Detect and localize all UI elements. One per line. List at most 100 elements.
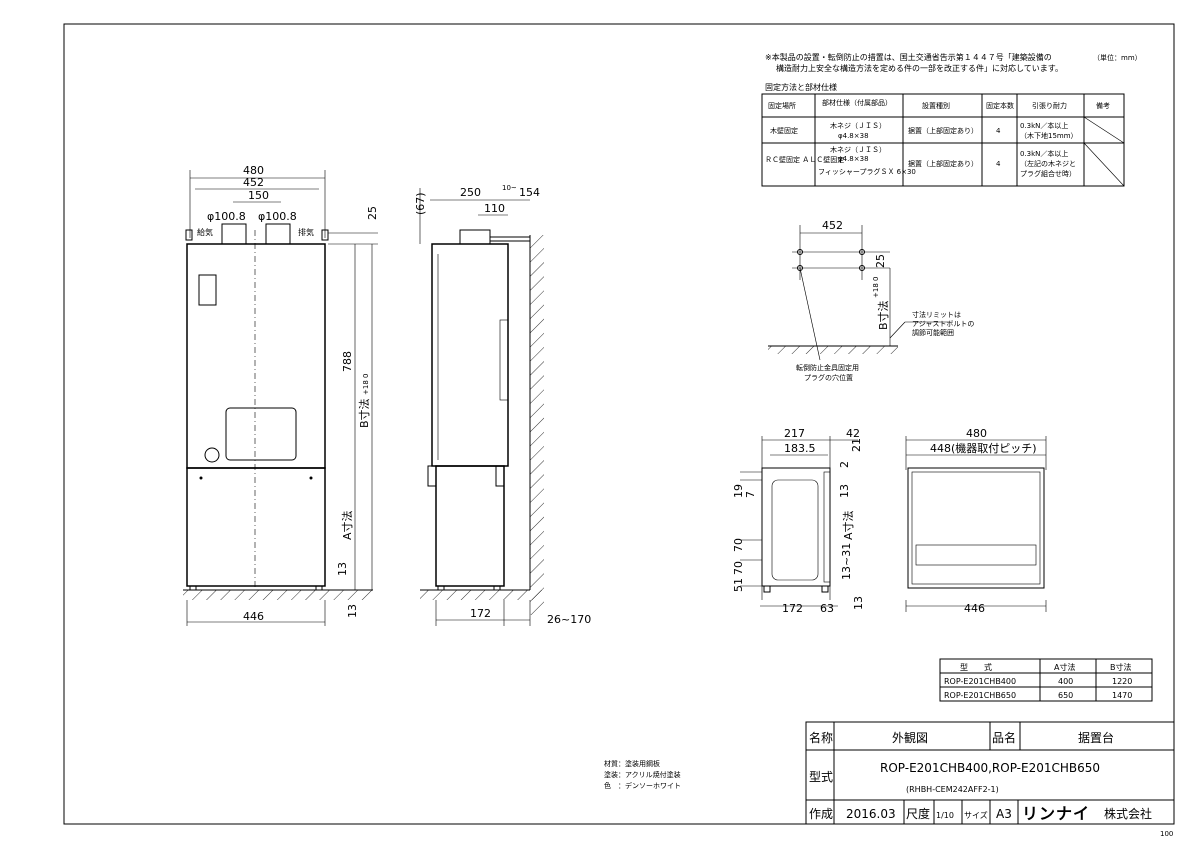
page-number: 100 (1160, 830, 1173, 838)
fix-row2-member3: フィッシャープラグＳＸ 6×30 (818, 167, 916, 176)
fix-row1-member2: φ4.8×38 (838, 132, 869, 140)
dim-b-detail: B寸法 (876, 300, 890, 330)
dim-b-front: B寸法 (357, 398, 371, 428)
dim-21: 21 (850, 438, 863, 452)
unit-label: （単位：mm） (1093, 53, 1142, 62)
fix-row1-place: 木壁固定 (770, 126, 798, 135)
dim-217: 217 (784, 427, 805, 440)
company-suffix: 株式会社 (1104, 806, 1152, 821)
dim-480-base: 480 (966, 427, 987, 440)
model-header-model: 型 式 (960, 662, 992, 672)
fix-row1-strength2: （木下地15mm） (1020, 131, 1078, 140)
anchor-note-2: プラグの穴位置 (804, 373, 853, 382)
fix-row1-count: 4 (996, 127, 1001, 135)
title-block: 名称 外観図 品名 据置台 型式 ROP-E201CHB400,ROP-E201… (805, 721, 1175, 825)
dim-446-base: 446 (964, 602, 985, 615)
wall-detail: 452 25 B寸法 +18 0 寸法リミットは アジャストボルトの 調節可能範… (768, 219, 974, 382)
dim-110: 110 (484, 202, 505, 215)
dim-13-base-top: 13 (838, 484, 851, 498)
title-name-value: 外観図 (892, 731, 928, 745)
fix-header-type: 設置種別 (922, 101, 950, 110)
dim-480-front: 480 (243, 164, 264, 177)
note-line-2: 構造耐力上安全な構造方法を定める件の一部を改正する件」に対応しています。 (776, 63, 1063, 73)
front-view: 480 452 150 φ100.8 φ100.8 給気 排気 (183, 164, 379, 626)
label-intake: 給気 (197, 227, 213, 237)
side-stand (435, 465, 505, 587)
dim-2: 2 (838, 461, 851, 468)
title-scale-label: 尺度 (906, 806, 930, 821)
dim-183-5: 183.5 (784, 442, 816, 455)
fix-header-remarks: 備考 (1096, 101, 1110, 110)
dim-446-front: 446 (243, 610, 264, 623)
dim-13-front-b: 13 (346, 604, 359, 618)
fix-row1-member1: 木ネジ（ＪＩＳ） (830, 121, 886, 130)
dim-788: 788 (341, 351, 354, 372)
fix-row2-member2: φ4.8×38 (838, 155, 869, 163)
model-header-b: B寸法 (1110, 662, 1132, 672)
model-row2-name: ROP-E201CHB650 (944, 691, 1016, 700)
side-view: 250 10~ 154 110 (67) 172 26~170 (414, 184, 591, 626)
dim-26-170: 26~170 (547, 613, 591, 626)
fix-header-place: 固定場所 (768, 101, 796, 110)
material-line-2: 塗装：アクリル焼付塗装 (604, 770, 681, 779)
model-row1-b: 1220 (1112, 677, 1132, 686)
dim-172-base: 172 (782, 602, 803, 615)
dim-25-detail: 25 (874, 254, 887, 268)
notes: ※本製品の設置・転倒防止の措置は、国土交通省告示第１４４７号「建築設備の 構造耐… (765, 52, 1142, 92)
dim-b-tol-front: +18 0 (362, 374, 370, 395)
dim-154: 154 (519, 186, 540, 199)
dim-172-side: 172 (470, 607, 491, 620)
material-line-3: 色 ：デンソーホワイト (604, 781, 681, 790)
model-row2-a: 650 (1058, 691, 1073, 700)
dim-250: 250 (460, 186, 481, 199)
sheet-border (63, 23, 1175, 825)
water-heater-body (186, 243, 326, 469)
anchor-note-1: 転倒防止金具固定用 (796, 363, 859, 372)
fix-row2-place: ＲＣ壁固定 ＡＬＣ壁固定 (765, 155, 844, 164)
dim-42: 42 (846, 427, 860, 440)
stand-body (186, 467, 326, 587)
model-row2-b: 1470 (1112, 691, 1132, 700)
dim-63: 63 (820, 602, 834, 615)
dim-13-31: 13~31 (840, 543, 853, 580)
dim-67: (67) (414, 192, 427, 215)
dim-phi-exhaust: φ100.8 (258, 210, 297, 223)
dim-70-a: 70 (732, 538, 745, 552)
dim-51: 51 (732, 578, 745, 592)
model-row1-a: 400 (1058, 677, 1073, 686)
fix-row2-strength2: （左記の木ネジと (1020, 159, 1076, 168)
drain-plug-icon (204, 447, 220, 463)
company-logo: リンナイ (1022, 804, 1090, 823)
fix-table: 固定場所 部材仕様（付属部品） 設置種別 固定本数 引張り耐力 備考 木壁固定 … (761, 93, 1125, 187)
title-name-label: 名称 (809, 730, 833, 745)
dim-13-front-a: 13 (336, 562, 349, 576)
fix-row1-type: 据置（上部固定あり） (908, 126, 978, 135)
front-panel-window (198, 274, 217, 306)
limit-note-3: 調節可能範囲 (912, 328, 954, 337)
fix-row2-count: 4 (996, 160, 1001, 168)
note-line-1: ※本製品の設置・転倒防止の措置は、国土交通省告示第１４４７号「建築設備の (765, 52, 1052, 62)
dim-448: 448(機器取付ピッチ) (930, 441, 1037, 455)
material-line-1: 材質：塗装用鋼板 (604, 759, 660, 768)
dim-13-base-bottom: 13 (852, 596, 865, 610)
title-model-value-1: ROP-E201CHB400,ROP-E201CHB650 (880, 761, 1100, 775)
model-header-a: A寸法 (1054, 662, 1075, 672)
title-model-label: 型式 (809, 770, 833, 784)
model-table: 型 式 A寸法 B寸法 ROP-E201CHB400 400 1220 ROP-… (939, 658, 1153, 702)
dim-a-base: A寸法 (841, 510, 855, 540)
dim-b-tol-detail: +18 0 (872, 277, 880, 298)
dim-phi-intake: φ100.8 (207, 210, 246, 223)
dim-a-front: A寸法 (340, 510, 354, 540)
fix-row2-strength1: 0.3kN／本以上 (1020, 149, 1068, 158)
dim-7: 7 (744, 491, 757, 498)
dim-70-b: 70 (732, 561, 745, 575)
dim-150: 150 (248, 189, 269, 202)
title-made-value: 2016.03 (846, 807, 896, 821)
dim-25-front: 25 (366, 206, 379, 220)
model-row1-name: ROP-E201CHB400 (944, 677, 1016, 686)
title-model-value-2: (RHBH-CEM242AFF2-1) (906, 785, 999, 794)
base-front-view: 480 448(機器取付ピッチ) 446 (905, 427, 1047, 615)
front-panel-access (225, 407, 297, 461)
